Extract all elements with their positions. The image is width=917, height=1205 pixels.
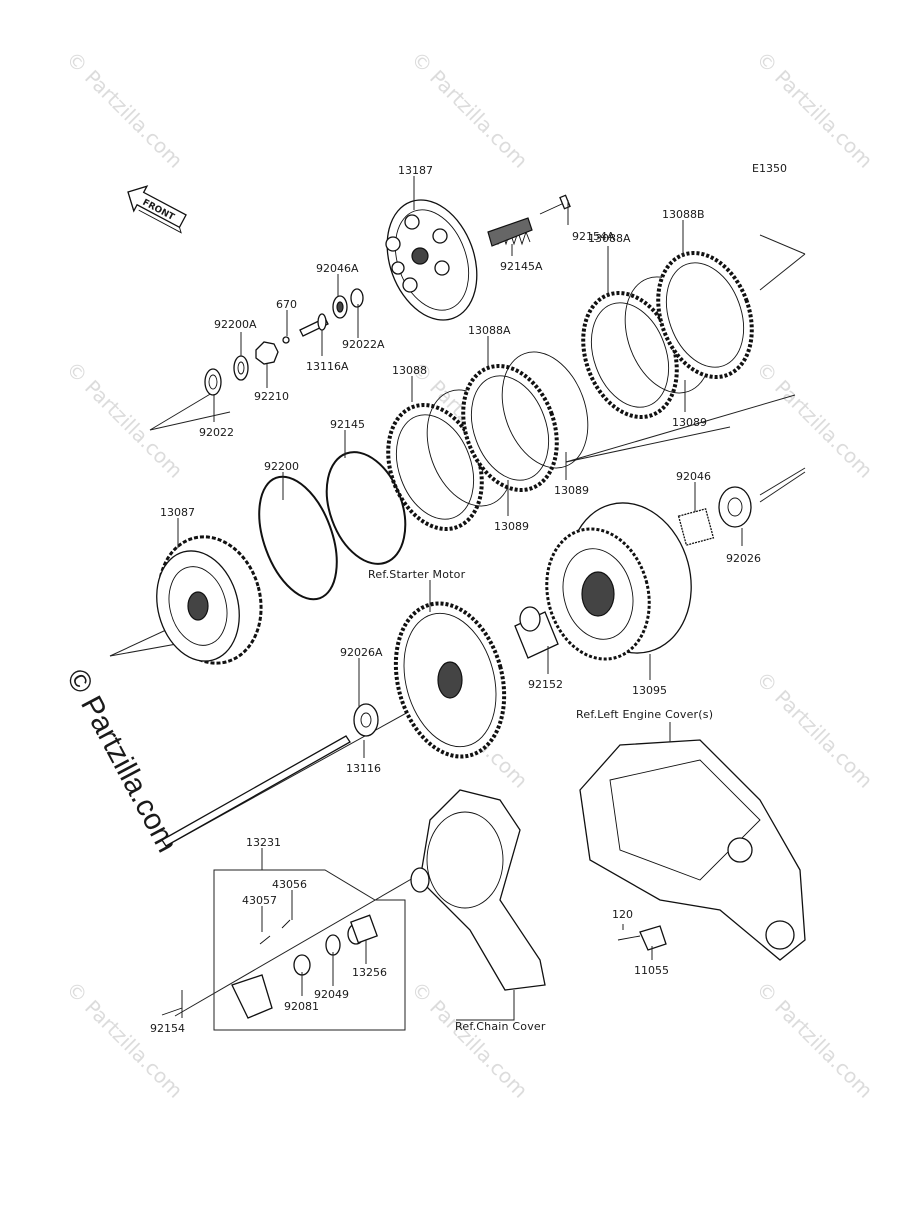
watermark-main: © Partzilla.com bbox=[60, 664, 184, 858]
reference-labels: Ref.Starter Motor Ref.Left Engine Cover(… bbox=[368, 568, 713, 1033]
clutch-hub-13095 bbox=[545, 502, 692, 661]
diagram-code: E1350 bbox=[752, 162, 787, 175]
clutch-plate-stack bbox=[386, 251, 754, 531]
label-13087: 13087 bbox=[160, 506, 195, 519]
label-92154A: 92154A bbox=[572, 230, 615, 243]
label-13088A-2: 13088A bbox=[468, 324, 511, 337]
label-92210: 92210 bbox=[254, 390, 289, 403]
watermark-tile: © Partzilla.com bbox=[61, 47, 187, 173]
washer-92026 bbox=[718, 486, 752, 528]
slave-cylinder-parts bbox=[161, 914, 378, 1019]
label-670: 670 bbox=[276, 298, 297, 311]
label-13256: 13256 bbox=[352, 966, 387, 979]
front-arrow-icon: FRONT bbox=[127, 185, 187, 234]
label-13116: 13116 bbox=[346, 762, 381, 775]
label-92152: 92152 bbox=[528, 678, 563, 691]
label-13088B: 13088B bbox=[662, 208, 705, 221]
label-92145A: 92145A bbox=[500, 260, 543, 273]
bolt-92154A bbox=[539, 194, 571, 215]
label-92200: 92200 bbox=[264, 460, 299, 473]
label-92026A: 92026A bbox=[340, 646, 383, 659]
watermark-tile: © Partzilla.com bbox=[406, 47, 532, 173]
watermark-tile: © Partzilla.com bbox=[751, 47, 877, 173]
pressure-plate-13187 bbox=[385, 199, 478, 321]
o-rings bbox=[258, 451, 407, 601]
label-92145: 92145 bbox=[330, 418, 365, 431]
label-11055: 11055 bbox=[634, 964, 669, 977]
label-92026: 92026 bbox=[726, 552, 761, 565]
group-box-13231 bbox=[213, 848, 406, 1031]
label-92022A: 92022A bbox=[342, 338, 385, 351]
label-43056: 43056 bbox=[272, 878, 307, 891]
label-43057: 43057 bbox=[242, 894, 277, 907]
label-13088: 13088 bbox=[392, 364, 427, 377]
label-13095: 13095 bbox=[632, 684, 667, 697]
label-92154: 92154 bbox=[150, 1022, 185, 1035]
starter-gear bbox=[393, 601, 507, 759]
watermark-tile: © Partzilla.com bbox=[751, 357, 877, 483]
ref-chain-cover: Ref.Chain Cover bbox=[455, 1020, 546, 1033]
spring-92145A bbox=[487, 217, 533, 247]
left-engine-cover bbox=[579, 739, 806, 961]
label-13088A-1: 13088A bbox=[588, 232, 631, 245]
label-120: 120 bbox=[612, 908, 633, 921]
watermark-tile: © Partzilla.com bbox=[751, 667, 877, 793]
sleeve-92152 bbox=[514, 606, 559, 659]
bracket-11055 bbox=[617, 925, 667, 951]
label-92022: 92022 bbox=[199, 426, 234, 439]
watermark-tile: © Partzilla.com bbox=[61, 357, 187, 483]
ref-left-engine-cover: Ref.Left Engine Cover(s) bbox=[576, 708, 713, 721]
leader-lines bbox=[177, 176, 743, 1021]
label-13116A: 13116A bbox=[306, 360, 349, 373]
label-92046A: 92046A bbox=[316, 262, 359, 275]
watermark-tile: © Partzilla.com bbox=[751, 977, 877, 1103]
guide-lines bbox=[109, 234, 806, 1017]
watermark-tile: © Partzilla.com bbox=[61, 977, 187, 1103]
housing-gear-13087 bbox=[156, 535, 263, 665]
label-13089-2: 13089 bbox=[554, 484, 589, 497]
label-13089-1: 13089 bbox=[672, 416, 707, 429]
part-labels: 13187 92154A 92145A 92046A 670 92022A 13… bbox=[150, 164, 761, 1035]
label-13231: 13231 bbox=[246, 836, 281, 849]
label-92049: 92049 bbox=[314, 988, 349, 1001]
label-92046: 92046 bbox=[676, 470, 711, 483]
chain-cover bbox=[410, 789, 546, 991]
bearing-92046 bbox=[677, 508, 715, 546]
ref-starter-motor: Ref.Starter Motor bbox=[368, 568, 466, 581]
label-13089-3: 13089 bbox=[494, 520, 529, 533]
label-92200A: 92200A bbox=[214, 318, 257, 331]
label-92081: 92081 bbox=[284, 1000, 319, 1013]
label-13187: 13187 bbox=[398, 164, 433, 177]
rod-13116 bbox=[161, 735, 351, 847]
small-hardware-set bbox=[204, 288, 364, 396]
washer-92026A bbox=[353, 703, 379, 737]
